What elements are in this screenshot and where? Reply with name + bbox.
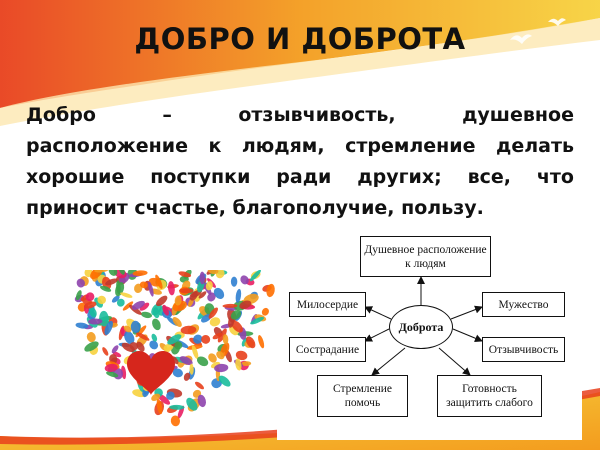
word: поступки (150, 166, 251, 188)
node-label: защитить слабого (446, 397, 533, 409)
definition-line-3: хорошие поступки ради других; все, что (26, 162, 574, 193)
node-label: помочь (344, 397, 381, 409)
node-label: Стремление (332, 383, 393, 395)
word: стремление (345, 135, 476, 157)
word: все, (467, 166, 511, 188)
definition-line-2: расположение к людям, стремление делать (26, 131, 574, 162)
diagram-node-help: Стремление помочь (317, 375, 408, 417)
diagram-node-protect: Готовность защитить слабого (437, 375, 542, 417)
word: делать (495, 135, 574, 157)
node-label: к людям (405, 257, 446, 270)
word: приносит счастье, благополучие, пользу. (26, 197, 484, 219)
definition-line-4: приносит счастье, благополучие, пользу. (26, 193, 574, 224)
diagram-node-mercy: Милосердие (289, 292, 366, 317)
diagram-arrows (364, 276, 483, 376)
definition-line-1: Добро – отзывчивость, душевное (26, 100, 574, 131)
slide-title: ДОБРО И ДОБРОТА (134, 22, 466, 56)
word: отзывчивость, (238, 104, 396, 126)
word: Добро (26, 104, 96, 126)
word: других; (357, 166, 442, 188)
diagram-node-courage: Мужество (482, 292, 565, 317)
definition-text: Добро – отзывчивость, душевное расположе… (26, 100, 574, 224)
word: к (208, 135, 222, 157)
word: что (536, 166, 574, 188)
word: расположение (26, 135, 188, 157)
node-label: Душевное расположение (364, 243, 487, 256)
word: хорошие (26, 166, 125, 188)
diagram-center-kindness: Доброта (389, 305, 453, 349)
word: – (162, 104, 172, 126)
handprint-heart-image (74, 270, 275, 427)
word: ради (276, 166, 332, 188)
word: людям, (241, 135, 325, 157)
diagram-node-compassion: Сострадание (289, 337, 366, 362)
word: душевное (462, 104, 574, 126)
diagram-node-responsiveness: Отзывчивость (482, 337, 565, 362)
node-label: Готовность (462, 383, 517, 395)
